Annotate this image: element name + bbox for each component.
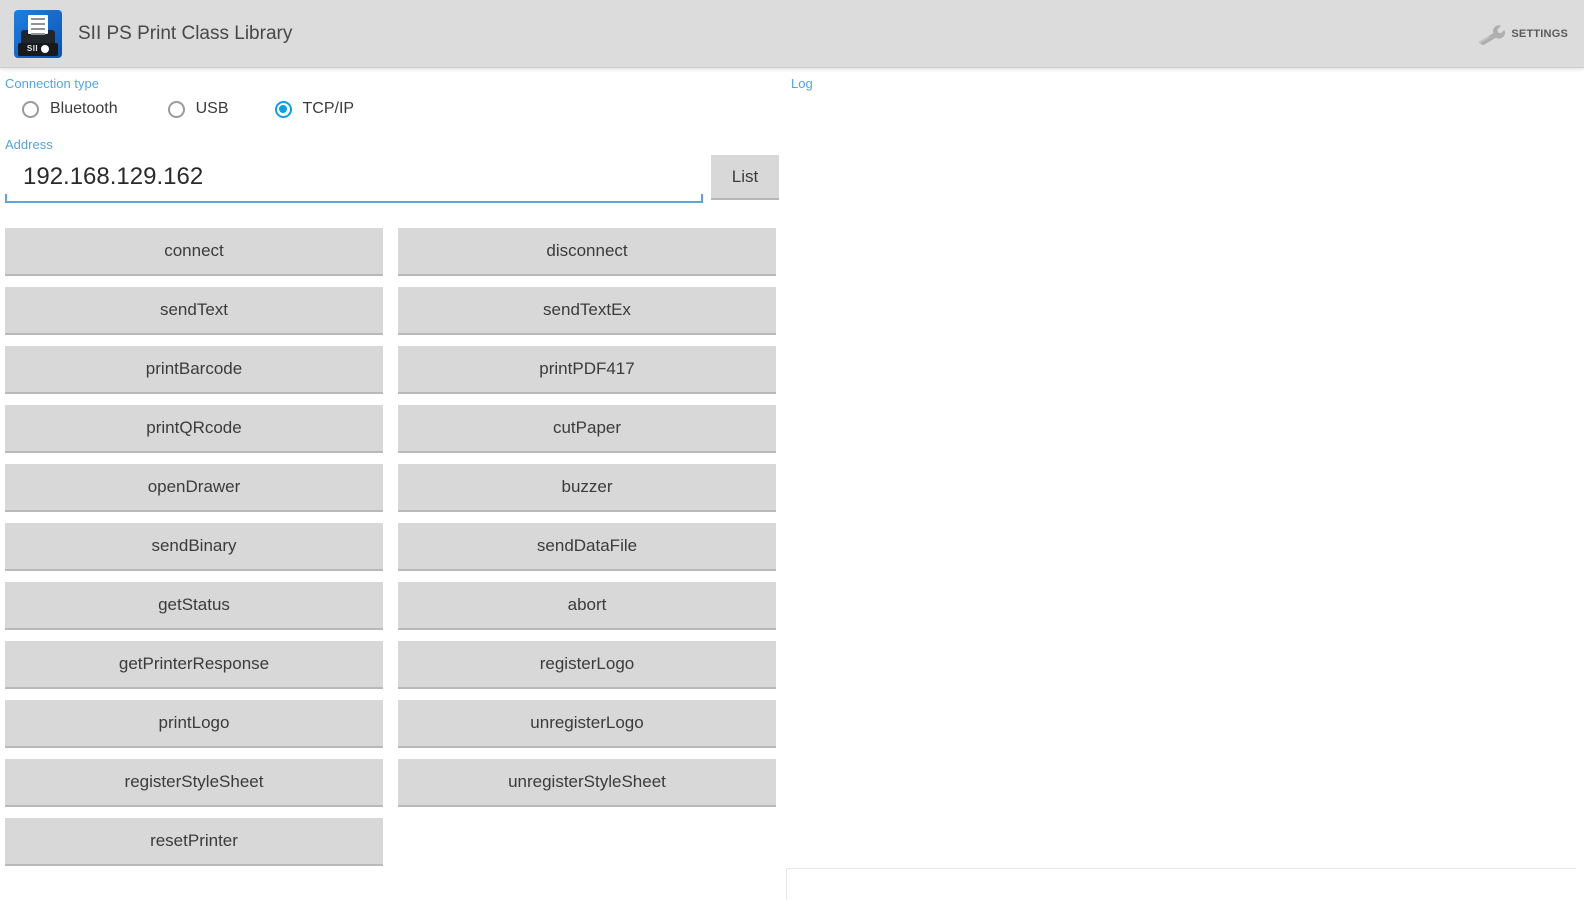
command-button-registerstylesheet[interactable]: registerStyleSheet <box>5 759 383 807</box>
radio-option-usb[interactable]: USB <box>167 100 229 118</box>
app-header-bar: SII SII PS Print Class Library SETTINGS <box>0 0 1584 68</box>
radio-label-usb: USB <box>195 100 229 117</box>
address-label: Address <box>5 137 53 152</box>
address-underline-tick-right <box>701 194 703 201</box>
connection-type-label: Connection type <box>5 76 99 91</box>
command-button-sendbinary[interactable]: sendBinary <box>5 523 383 571</box>
command-button-printbarcode[interactable]: printBarcode <box>5 346 383 394</box>
command-button-senddatafile[interactable]: sendDataFile <box>398 523 776 571</box>
page-title: SII PS Print Class Library <box>78 22 293 44</box>
command-button-printpdf417[interactable]: printPDF417 <box>398 346 776 394</box>
command-button-getstatus[interactable]: getStatus <box>5 582 383 630</box>
left-panel: Connection type Bluetooth USB TCP/IP Add… <box>0 68 786 900</box>
command-button-cutpaper[interactable]: cutPaper <box>398 405 776 453</box>
radio-label-tcpip: TCP/IP <box>302 100 355 117</box>
radio-mark-usb[interactable] <box>167 100 185 118</box>
connection-type-radio-group: Bluetooth USB TCP/IP <box>22 100 354 118</box>
command-button-printqrcode[interactable]: printQRcode <box>5 405 383 453</box>
command-button-abort[interactable]: abort <box>398 582 776 630</box>
list-button[interactable]: List <box>711 155 779 200</box>
command-button-disconnect[interactable]: disconnect <box>398 228 776 276</box>
command-button-unregisterlogo[interactable]: unregisterLogo <box>398 700 776 748</box>
radio-label-bluetooth: Bluetooth <box>50 100 118 117</box>
settings-button[interactable]: SETTINGS <box>1469 18 1574 50</box>
radio-option-bluetooth[interactable]: Bluetooth <box>22 100 118 118</box>
printer-icon: SII <box>14 9 62 58</box>
address-underline-tick-left <box>5 194 7 201</box>
command-button-registerlogo[interactable]: registerLogo <box>398 641 776 689</box>
wrench-icon <box>1478 24 1506 45</box>
command-button-sendtext[interactable]: sendText <box>5 287 383 335</box>
icon-brand-dot <box>41 45 50 53</box>
command-button-connect[interactable]: connect <box>5 228 383 276</box>
radio-mark-bluetooth[interactable] <box>22 100 39 118</box>
command-button-printlogo[interactable]: printLogo <box>5 700 383 748</box>
command-button-opendrawer[interactable]: openDrawer <box>5 464 383 512</box>
command-button-sendtextex[interactable]: sendTextEx <box>398 287 776 335</box>
printer-paper-shape <box>28 14 48 35</box>
log-output[interactable] <box>786 868 1576 900</box>
radio-option-tcpip[interactable]: TCP/IP <box>274 100 355 118</box>
command-button-getprinterresponse[interactable]: getPrinterResponse <box>5 641 383 689</box>
command-button-resetprinter[interactable]: resetPrinter <box>5 818 383 866</box>
log-panel: Log <box>786 68 1584 900</box>
log-label: Log <box>791 76 813 91</box>
radio-mark-tcpip[interactable] <box>274 100 292 118</box>
settings-label: SETTINGS <box>1511 27 1568 40</box>
icon-brand-strip: SII <box>18 42 58 56</box>
command-button-grid: connect disconnect sendText sendTextEx p… <box>5 228 781 866</box>
icon-brand-text: SII <box>26 44 39 53</box>
address-row: List <box>0 155 786 208</box>
address-input[interactable] <box>5 158 703 203</box>
command-button-buzzer[interactable]: buzzer <box>398 464 776 512</box>
command-button-unregisterstylesheet[interactable]: unregisterStyleSheet <box>398 759 776 807</box>
printer-body-shape <box>21 29 55 46</box>
